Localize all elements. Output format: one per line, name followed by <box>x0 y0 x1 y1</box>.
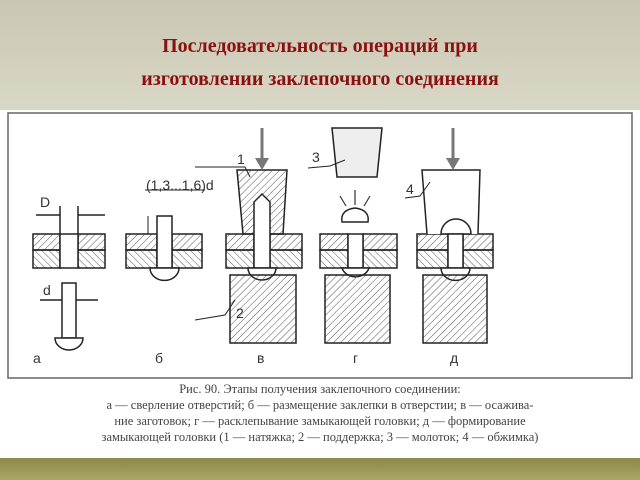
stage-g-rivet <box>347 233 364 269</box>
stage-label-b: б <box>155 350 163 366</box>
stage-a-plates <box>32 233 106 269</box>
slide-title: Последовательность операций при изготовл… <box>0 30 640 96</box>
caption-line-3: ние заготовок; г — расклепывание замыкаю… <box>114 414 526 428</box>
rivet-set-tool <box>421 169 481 235</box>
stage-label-g: г <box>353 350 358 366</box>
stage-v-rivet <box>253 192 271 269</box>
stage-v-plates <box>225 233 303 269</box>
label-part-4: 4 <box>406 181 414 197</box>
figure-caption: Рис. 90. Этапы получения заклепочного со… <box>0 381 640 445</box>
label-d: d <box>43 282 51 298</box>
stage-label-a: а <box>33 350 41 366</box>
rivet-diagram: D d (1,3...1,6)d 1 2 3 4 а б в г д <box>7 112 633 379</box>
caption-line-4: замыкающей головки (1 — натяжка; 2 — под… <box>101 430 539 444</box>
caption-line-2: а — сверление отверстий; б — размещение … <box>106 398 534 412</box>
label-tolerance: (1,3...1,6)d <box>146 177 214 193</box>
title-line-2: изготовлении заклепочного соединения <box>141 68 499 90</box>
caption-line-1: Рис. 90. Этапы получения заклепочного со… <box>179 382 461 396</box>
support-block <box>229 274 297 344</box>
stage-d-plates <box>416 233 494 269</box>
label-D: D <box>40 194 50 210</box>
stage-d-rivet <box>447 233 464 269</box>
stage-a-rivet <box>54 282 84 351</box>
stage-label-v: в <box>257 350 264 366</box>
force-arrows <box>255 128 460 207</box>
forming-head <box>341 207 369 223</box>
stage-label-d: д <box>450 350 458 366</box>
stage-b-plates <box>125 233 203 269</box>
label-part-2: 2 <box>236 305 244 321</box>
stage-b-rivet <box>149 215 180 282</box>
stage-g-plates <box>319 233 398 269</box>
label-part-3: 3 <box>312 149 320 165</box>
hammer <box>331 127 383 178</box>
title-line-1: Последовательность операций при <box>162 35 478 57</box>
label-part-1: 1 <box>237 151 245 167</box>
bottom-band <box>0 458 640 480</box>
rivet-stages-figure: D d (1,3...1,6)d 1 2 3 4 а б в г д Рис. … <box>0 110 640 458</box>
figure-border <box>7 112 633 379</box>
